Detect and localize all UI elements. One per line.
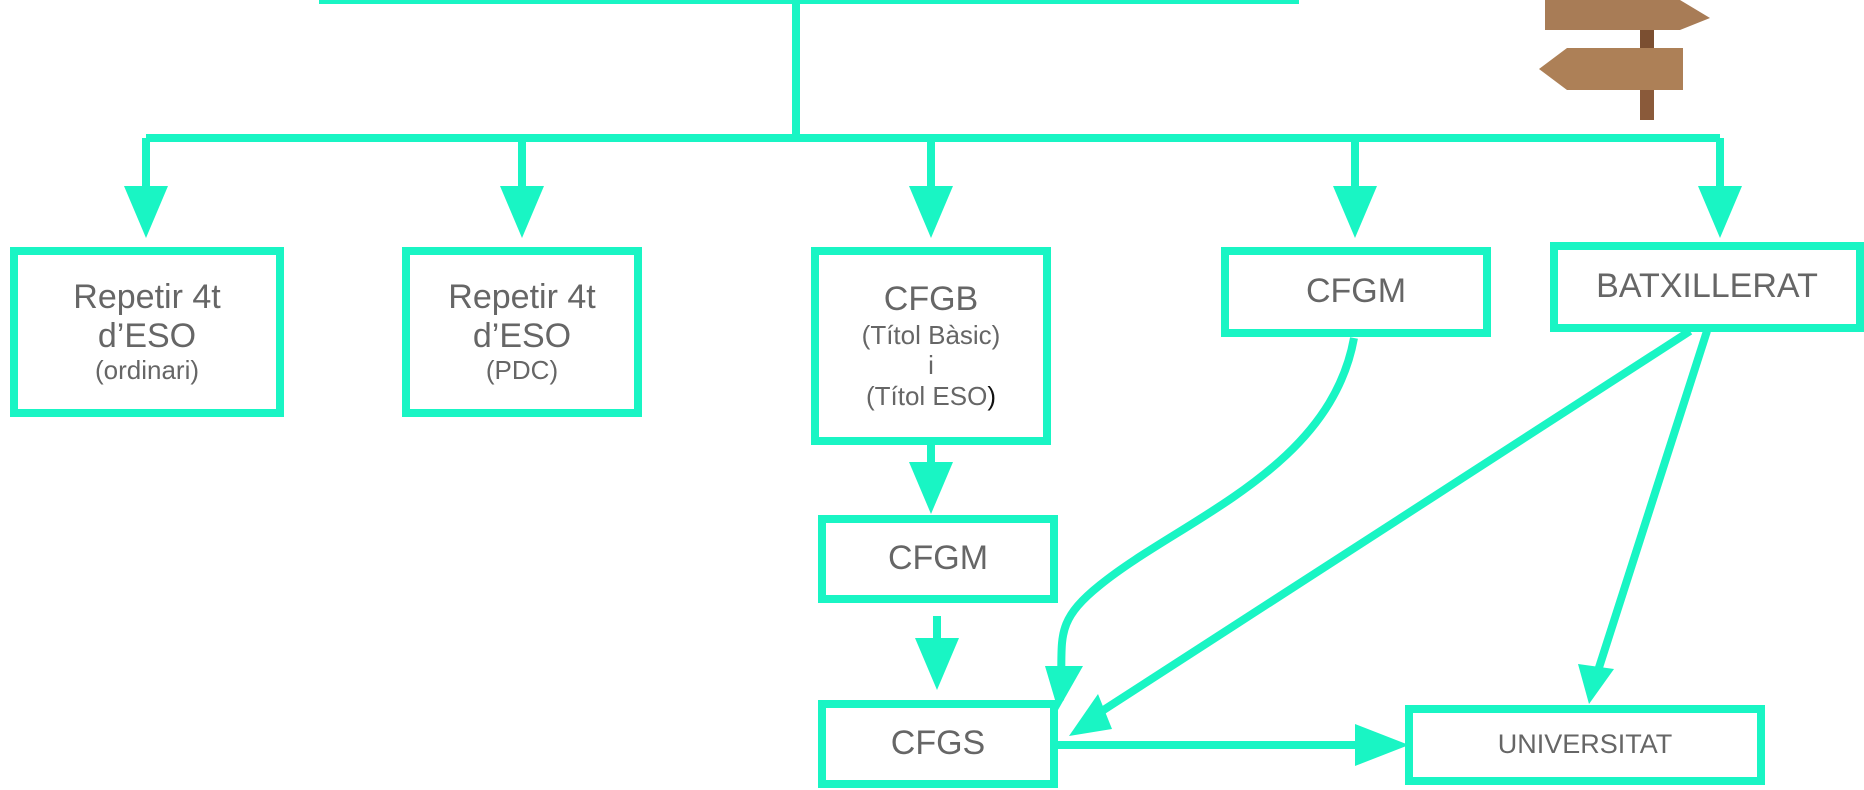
node-repetir-pdc: Repetir 4t d’ESO (PDC): [402, 247, 642, 417]
arrowhead-cfgm-cfgs: [915, 638, 959, 690]
node-cfgb-line1: CFGB: [883, 280, 979, 319]
node-cfgs-label: CFGS: [890, 724, 986, 763]
arrowhead-batxillerat-cfgs: [1069, 694, 1112, 736]
arrowhead-cfgb: [909, 186, 953, 238]
arrowhead-repetir-pdc: [500, 186, 544, 238]
node-repetir-ordinari: Repetir 4t d’ESO (ordinari): [10, 247, 284, 417]
node-repetir-ordinari-line3: (ordinari): [94, 355, 200, 386]
node-cfgb-line4: (Títol ESO): [866, 381, 996, 412]
node-batxillerat: BATXILLERAT: [1550, 242, 1864, 332]
arrowhead-cfgs-universitat: [1355, 724, 1409, 766]
node-universitat: UNIVERSITAT: [1405, 705, 1765, 785]
curved-connector-cfgm-cfgs: [1056, 337, 1358, 701]
arrowhead-cfgm: [1333, 186, 1377, 238]
arrowhead-cfgm-top-to-cfgs: [1045, 666, 1083, 710]
node-cfgb-line4-paren: ): [987, 380, 997, 411]
arrowhead-batxillerat-universitat: [1578, 664, 1614, 704]
node-repetir-pdc-line3: (PDC): [485, 355, 559, 386]
node-repetir-ordinari-line2: d’ESO: [97, 317, 197, 356]
node-cfgm-middle-label: CFGM: [887, 539, 989, 578]
arrowhead-repetir-ordinari: [124, 186, 168, 238]
node-cfgm-middle: CFGM: [818, 515, 1058, 603]
node-repetir-pdc-line1: Repetir 4t: [448, 277, 596, 316]
node-cfgb-line3: i: [928, 350, 934, 381]
arrowhead-cfgb-cfgm: [909, 462, 953, 514]
arrowhead-batxillerat: [1698, 186, 1742, 238]
node-batxillerat-label: BATXILLERAT: [1596, 267, 1818, 306]
node-universitat-label: UNIVERSITAT: [1497, 729, 1673, 760]
node-cfgb-line2: (Títol Bàsic): [861, 319, 1001, 350]
node-cfgb: CFGB (Títol Bàsic) i (Títol ESO): [811, 247, 1051, 445]
connector-batxillerat-cfgs: [1082, 327, 1693, 726]
node-cfgb-line4-main: (Títol ESO: [865, 380, 988, 411]
node-cfgm-top-label: CFGM: [1305, 272, 1407, 311]
connector-batxillerat-universitat: [1591, 329, 1711, 682]
node-repetir-pdc-line2: d’ESO: [472, 317, 572, 356]
node-repetir-ordinari-line1: Repetir 4t: [73, 277, 221, 316]
node-cfgm-top: CFGM: [1221, 247, 1491, 337]
wooden-signpost-icon: [1539, 0, 1710, 120]
node-cfgs: CFGS: [818, 700, 1058, 788]
